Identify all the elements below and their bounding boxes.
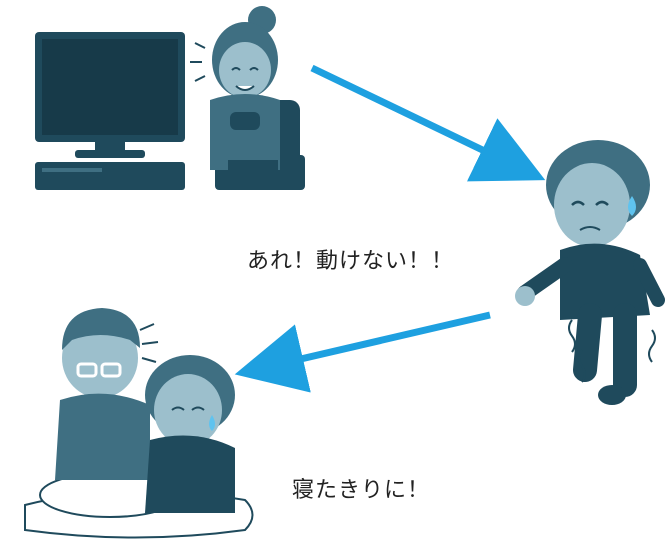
trembling-woman-illustration (515, 140, 665, 405)
bedridden-woman-figure (145, 355, 235, 513)
caption-cannot-move: あれ！動けない！！ (247, 249, 455, 274)
old-woman-figure (190, 6, 280, 190)
caregiver-man-figure (55, 308, 159, 480)
sweat-drop-icon (628, 196, 636, 216)
gaming-woman-illustration (35, 6, 305, 190)
tv-icon (35, 32, 185, 190)
bedridden-illustration (24, 308, 254, 539)
arrow-to-trembling (310, 64, 546, 182)
tear-drop-icon (209, 415, 215, 431)
trembling-lines-icon (568, 319, 656, 383)
arrow-to-bedridden (234, 311, 491, 393)
caption-bedridden: 寝たきりに！ (292, 478, 431, 503)
worried-woman-figure (515, 140, 665, 405)
